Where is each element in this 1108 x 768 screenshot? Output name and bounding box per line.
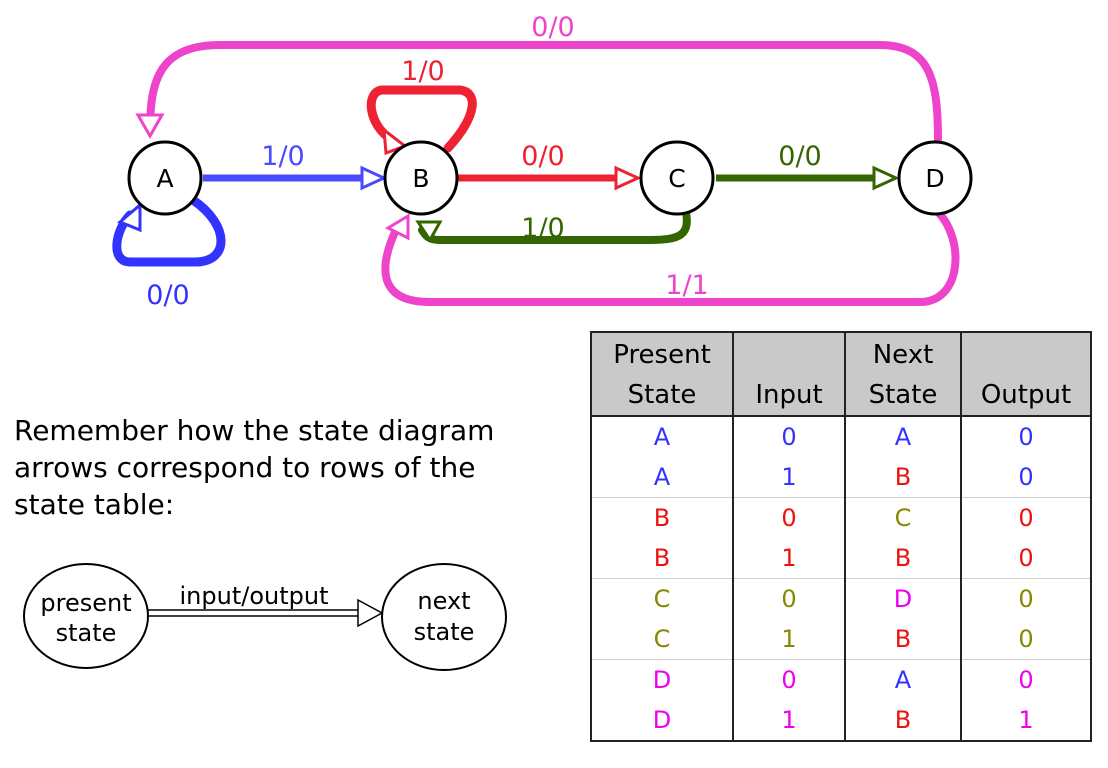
edge-label-a-to-b: 1/0 <box>261 141 304 172</box>
cell-present: D <box>652 666 672 694</box>
state-node-b: B <box>383 140 459 216</box>
state-node-c: C <box>639 140 715 216</box>
legend-next-state-node <box>381 563 507 671</box>
state-node-b-label: B <box>412 164 429 193</box>
cell-output: 0 <box>960 416 1091 457</box>
edge-label-d-to-b: 1/1 <box>665 270 708 301</box>
edge-label-c-to-d: 0/0 <box>778 141 821 172</box>
edge-label-d-to-a: 0/0 <box>531 12 574 43</box>
legend-next-label-line2: state <box>414 618 475 646</box>
cell-output: 0 <box>960 619 1091 660</box>
cell-present: C <box>591 619 733 660</box>
cell-output: 0 <box>960 538 1091 579</box>
header-output: Output <box>960 332 1091 417</box>
legend-edge-arrowhead <box>357 598 384 628</box>
cell-present: A <box>653 423 671 451</box>
cell-next: A <box>844 659 961 700</box>
legend-next-label-line1: next <box>417 587 470 615</box>
cell-input: 0 <box>732 578 845 619</box>
cell-next: D <box>844 578 961 619</box>
edge-label-c-to-b: 1/0 <box>521 213 564 244</box>
edge-c-to-b-arrowhead <box>415 220 443 243</box>
cell-input: 1 <box>732 700 845 741</box>
cell-output: 1 <box>960 700 1091 741</box>
cell-next: C <box>844 497 961 538</box>
edge-b-to-c-arrowhead <box>614 165 642 191</box>
cell-present: B <box>591 538 733 579</box>
state-node-d: D <box>897 140 973 216</box>
legend-diagram: present state next state input/output <box>23 563 507 671</box>
cell-next: B <box>844 619 961 660</box>
legend-edge-label: input/output <box>180 582 329 610</box>
cell-output: 0 <box>960 457 1091 498</box>
state-node-a: A <box>127 140 203 216</box>
cell-output: 0 <box>960 497 1091 538</box>
cell-output: 0 <box>960 659 1091 700</box>
cell-next: B <box>844 457 961 498</box>
legend-present-label-line1: present <box>40 589 131 617</box>
edge-d-to-a-arrowhead <box>135 113 165 140</box>
cell-input: 1 <box>732 619 845 660</box>
edge-d-to-a <box>146 41 942 144</box>
cell-output: 0 <box>960 578 1091 619</box>
edge-a-self-loop-arrowhead <box>117 201 142 233</box>
edge-c-to-d-arrowhead <box>872 165 900 191</box>
state-node-d-label: D <box>925 164 944 193</box>
explanation-text: Remember how the state diagram arrows co… <box>14 414 495 521</box>
legend-present-label-line2: state <box>56 619 117 647</box>
cell-present: C <box>653 585 671 613</box>
edge-d-to-b-arrowhead <box>384 213 410 241</box>
edge-label-b-self-loop: 1/0 <box>401 56 444 87</box>
cell-input: 1 <box>732 457 845 498</box>
edge-a-self-loop <box>112 195 226 267</box>
cell-present: A <box>591 457 733 498</box>
state-node-c-label: C <box>668 164 685 193</box>
cell-next: A <box>844 416 961 457</box>
cell-input: 0 <box>732 497 845 538</box>
header-input: Input <box>732 332 845 417</box>
edge-b-self-loop <box>366 85 477 153</box>
cell-input: 0 <box>732 659 845 700</box>
cell-next: B <box>844 538 961 579</box>
edge-label-b-to-c: 0/0 <box>521 141 564 172</box>
cell-present: B <box>653 504 671 532</box>
edge-label-a-self-loop: 0/0 <box>146 280 189 311</box>
cell-input: 0 <box>732 416 845 457</box>
cell-input: 1 <box>732 538 845 579</box>
cell-next: B <box>844 700 961 741</box>
edge-d-to-b <box>381 208 960 306</box>
edge-a-to-b-arrowhead <box>360 165 388 191</box>
cell-present: D <box>652 706 672 734</box>
state-node-a-label: A <box>156 164 173 193</box>
